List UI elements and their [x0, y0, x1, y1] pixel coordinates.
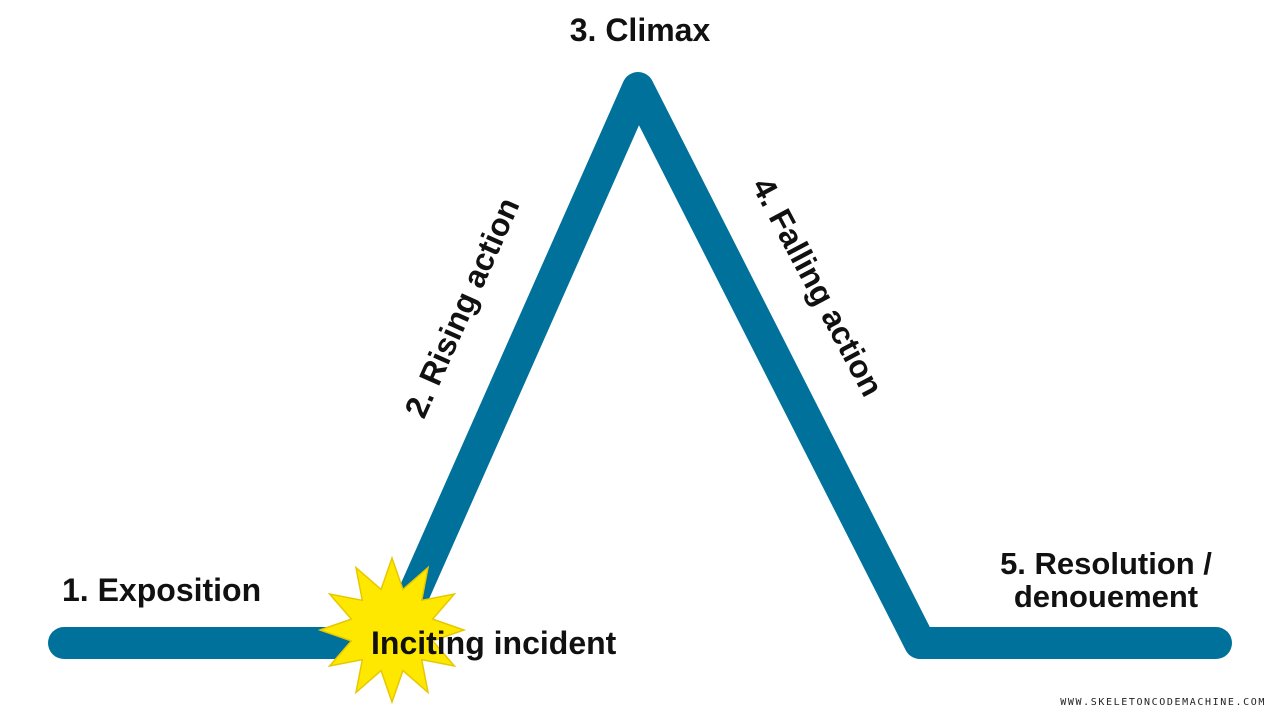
resolution-label-line2: denouement: [1014, 579, 1198, 614]
plot-line: [48, 72, 1232, 659]
inciting-incident-label: Inciting incident: [371, 625, 617, 661]
climax-label: 3. Climax: [570, 12, 711, 48]
site-credit: WWW.SKELETONCODEMACHINE.COM: [1060, 697, 1266, 708]
resolution-label-line1: 5. Resolution /: [1000, 546, 1212, 581]
exposition-label: 1. Exposition: [62, 572, 261, 608]
inciting-incident-burst: [317, 555, 467, 705]
